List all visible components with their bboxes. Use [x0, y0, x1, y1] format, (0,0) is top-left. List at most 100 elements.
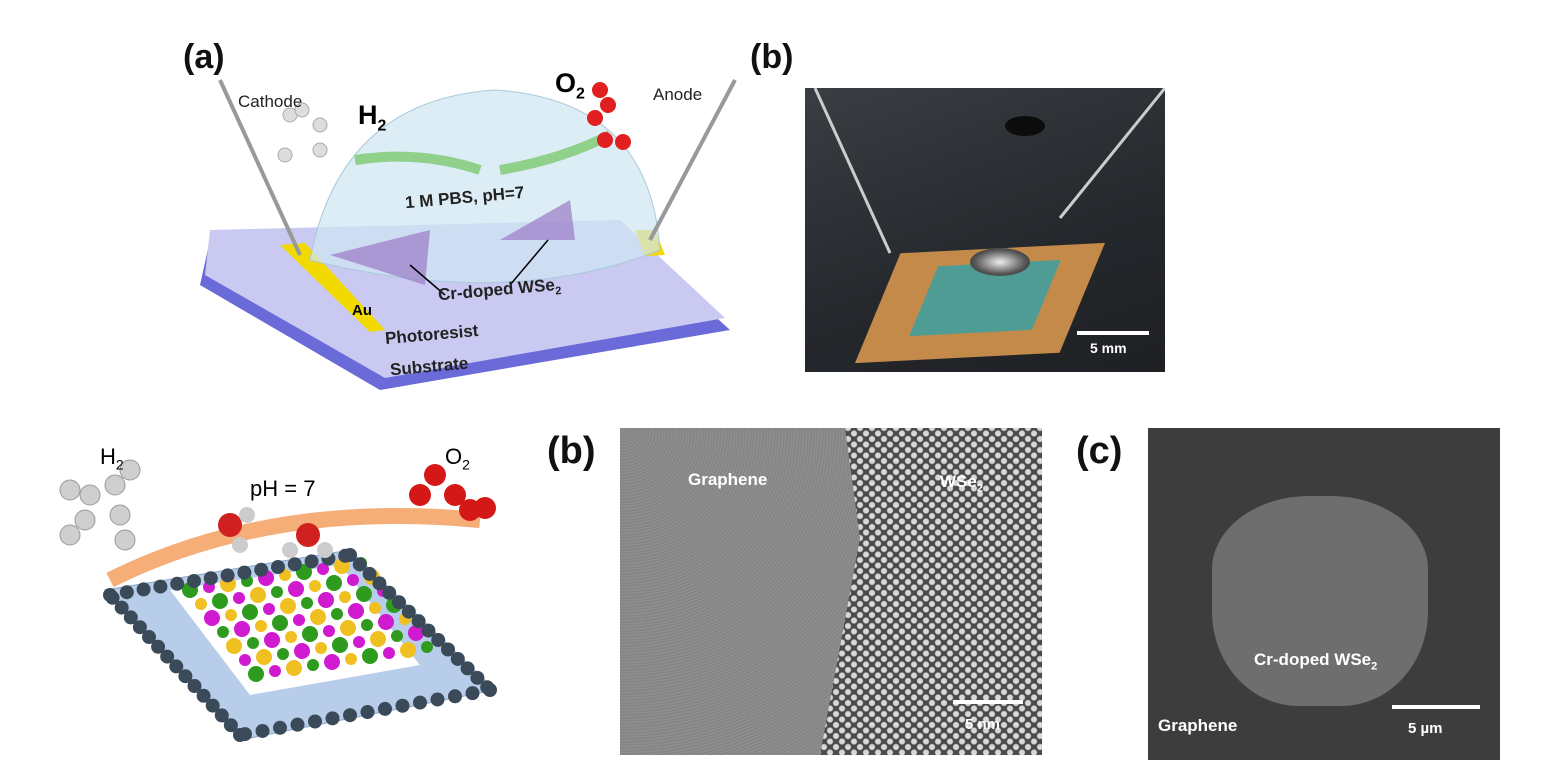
graphene-atom: [360, 705, 375, 720]
lattice-atom: [370, 631, 386, 647]
lattice-atom: [255, 620, 267, 632]
pointer-line-left: [409, 264, 446, 296]
graphene-atom: [343, 708, 357, 723]
graphene-atom: [421, 623, 436, 638]
graphene-atom: [395, 698, 410, 713]
graphene-atom: [255, 723, 270, 738]
wse2-flake: [1212, 496, 1428, 706]
graphene-atom: [119, 585, 134, 600]
o2-molecules: [409, 464, 496, 521]
lattice-atom: [234, 621, 250, 637]
graphene-atom: [169, 659, 184, 674]
graphene-atom: [290, 717, 305, 732]
h2-molecules: [277, 102, 328, 163]
graphene-atom: [153, 579, 168, 594]
graphene-atom: [203, 571, 218, 586]
lattice-atom: [217, 626, 229, 638]
lattice-atom: [269, 665, 281, 677]
wse2-flake-right: [500, 200, 575, 240]
lattice-atom: [332, 637, 348, 653]
lattice-atom: [353, 636, 365, 648]
graphene-atom: [431, 633, 446, 648]
lattice-atom: [345, 653, 357, 665]
lattice-atom: [408, 625, 424, 641]
graphene-atom: [205, 698, 220, 713]
graphene-atom: [114, 600, 129, 615]
lattice-atom: [323, 625, 335, 637]
lattice-atom: [271, 586, 283, 598]
graphene-atom: [132, 620, 147, 635]
graphene-atom: [308, 714, 322, 729]
graphene-wse2-schematic: [59, 459, 497, 742]
au-label: Au: [352, 302, 372, 319]
lattice-atom: [302, 626, 318, 642]
tem-scale-bar: [953, 700, 1023, 704]
graphene-atom: [223, 718, 238, 733]
reaction-arrow: [106, 508, 481, 588]
au-electrode-left: [280, 243, 385, 332]
graphene-atom: [448, 689, 462, 704]
lattice-atom: [263, 603, 275, 615]
lattice-atom: [362, 648, 378, 664]
o2-label: O2: [555, 68, 585, 103]
lattice-atom: [383, 647, 395, 659]
lattice-atom: [309, 580, 321, 592]
graphene-atom: [273, 720, 287, 735]
graphene-atom: [142, 630, 156, 644]
lattice-atom: [324, 654, 340, 670]
h2-molecules: [59, 459, 141, 551]
graphene-atom: [123, 610, 138, 625]
graphene-atom: [178, 669, 193, 684]
o2-molecules: [587, 82, 631, 150]
graphene-atom: [413, 695, 427, 710]
graphene-atom: [401, 604, 416, 619]
lattice-atom: [326, 575, 342, 591]
graphene-atom: [196, 688, 211, 703]
lattice-atom: [277, 648, 289, 660]
graphene-atom: [372, 576, 387, 591]
graphene-atom: [304, 554, 319, 569]
graphene-atom: [378, 701, 392, 716]
graphene-atom: [214, 708, 229, 723]
lattice-atom: [317, 563, 329, 575]
lattice-atom: [340, 620, 356, 636]
graphene-atom: [352, 557, 367, 572]
lattice-atom: [301, 597, 313, 609]
graphene-atom: [187, 574, 201, 588]
graphene-label: Graphene: [688, 470, 768, 489]
h2-arrow: [354, 151, 482, 175]
lattice-atom: [400, 642, 416, 658]
lattice-atom: [331, 608, 343, 620]
lattice-atom: [293, 614, 305, 626]
lattice-atom: [247, 637, 259, 649]
device-photo: 5 mm: [805, 88, 1165, 372]
lattice-atom: [315, 642, 327, 654]
cathode-label: Cathode: [238, 92, 303, 111]
graphene-atom: [271, 560, 285, 574]
graphene-atom: [287, 557, 302, 572]
graphene-atom: [411, 614, 426, 629]
graphene-atom: [325, 711, 340, 726]
lattice-atom: [233, 592, 245, 604]
lattice-atom: [318, 592, 334, 608]
panel-b-photo-label: (b): [750, 38, 794, 76]
panel-c-label: (c): [1076, 430, 1123, 472]
cathode-probe: [218, 79, 302, 256]
schematic-h2-label: H2: [100, 444, 124, 473]
graphene-atom: [187, 679, 202, 693]
graphene-atom: [237, 565, 252, 580]
lattice-atom: [307, 659, 319, 671]
lattice-atom: [280, 598, 296, 614]
lattice-atom: [310, 609, 326, 625]
lattice-atom: [347, 574, 359, 586]
graphene-atom: [233, 728, 247, 742]
lattice-atom: [286, 660, 302, 676]
sem-material-label: Cr-doped WSe2: [1254, 650, 1378, 673]
graphene-atom: [382, 585, 397, 600]
lattice-atom: [225, 609, 237, 621]
graphene-atom: [105, 590, 120, 605]
lattice-atom: [248, 666, 264, 682]
lattice-atom: [285, 631, 297, 643]
graphene-atom: [160, 649, 175, 664]
wse2-flake-left: [330, 230, 430, 285]
